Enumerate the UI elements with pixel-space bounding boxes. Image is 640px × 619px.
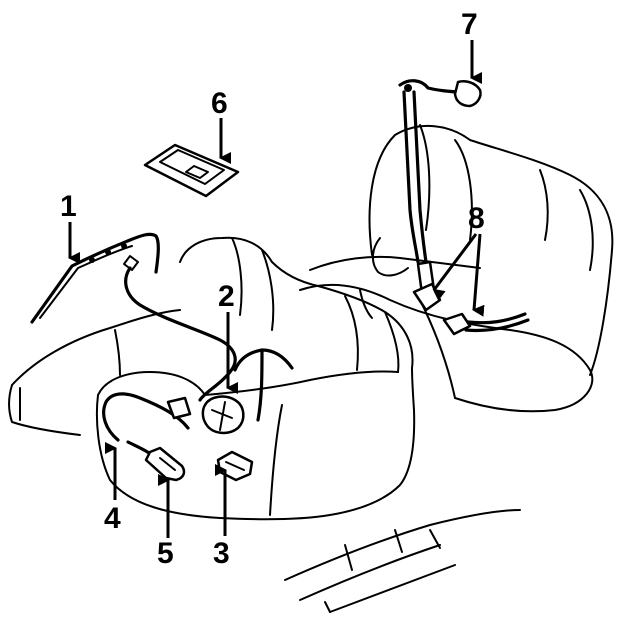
lower-seat-cushion — [95, 367, 416, 521]
leader-lines — [68, 40, 485, 538]
rear-seat-cushion — [299, 283, 594, 413]
part-1-bracket — [30, 232, 160, 324]
part-3-buckle — [216, 450, 254, 482]
rear-seat-back — [309, 124, 614, 376]
callout-4: 4 — [104, 502, 121, 535]
floor-rocker — [284, 509, 521, 613]
part-5-anchor — [144, 446, 186, 482]
callout-7: 7 — [461, 8, 478, 41]
leader-8b — [472, 233, 485, 317]
lower-seat-back — [179, 236, 414, 373]
callout-8: 8 — [468, 202, 485, 235]
part-8-lap-belt — [412, 282, 530, 336]
callout-6: 6 — [211, 87, 228, 120]
part-6-pad — [143, 143, 240, 198]
callout-1: 1 — [60, 190, 77, 223]
callout-5: 5 — [157, 537, 174, 570]
callout-2: 2 — [218, 280, 235, 313]
leader-8a — [432, 233, 478, 301]
part-4-cable — [102, 392, 192, 462]
part-2-harness — [123, 255, 294, 435]
callout-labels: 1 2 3 4 5 6 7 8 — [60, 8, 485, 570]
part-7-shoulder-belt — [372, 79, 482, 296]
callout-3: 3 — [213, 537, 230, 570]
